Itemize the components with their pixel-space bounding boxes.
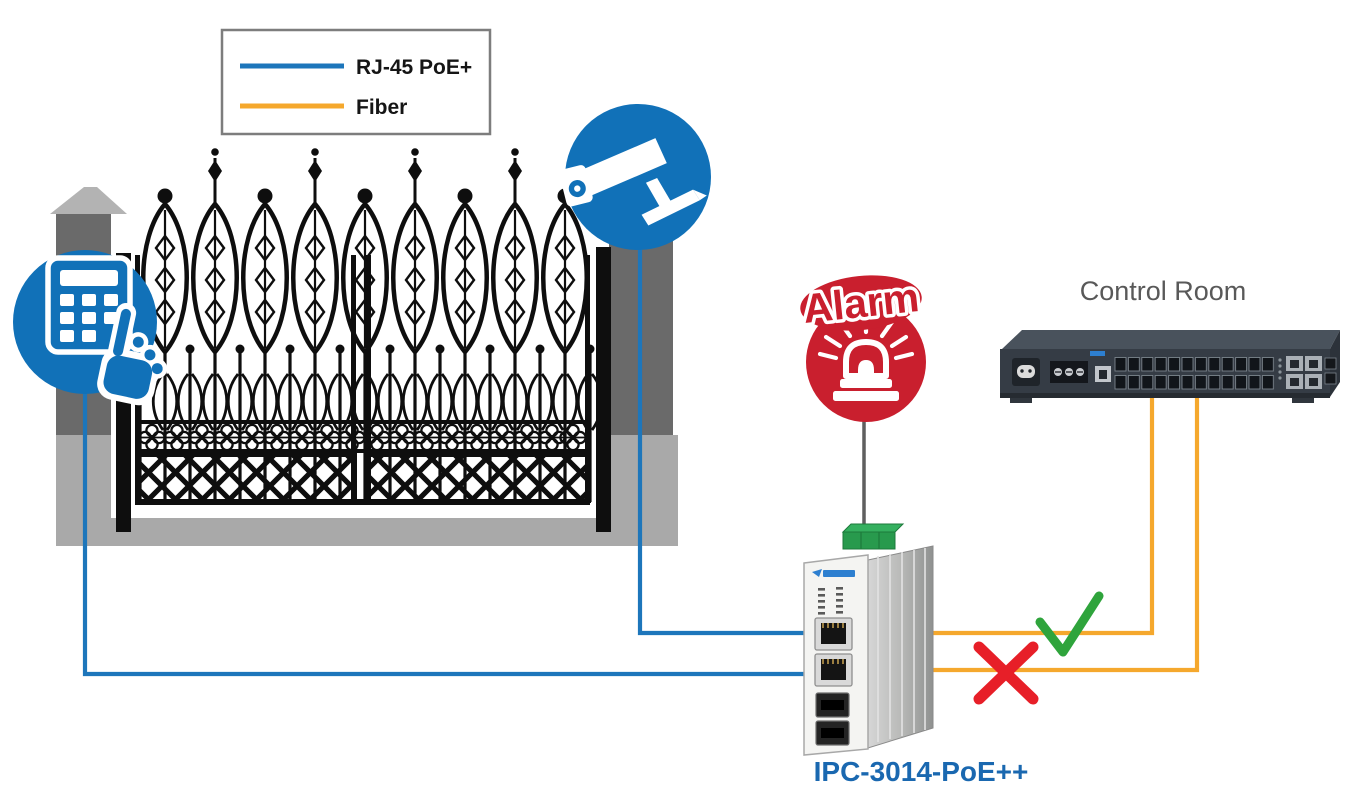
check-icon [1035,591,1104,657]
poe-cable-keypad [82,388,814,677]
sfp-port-1 [815,692,850,718]
rj45-port-2 [814,653,853,687]
camera-icon [559,104,711,250]
cross-icon [973,641,1039,705]
terminal-block [841,523,905,550]
ground-curb [56,518,678,546]
fiber-cable-ok [862,398,1155,636]
legend: RJ-45 PoE+ Fiber [220,28,492,136]
uplink-sfp-ports [1324,357,1337,385]
power-terminal [1050,361,1088,383]
legend-box [220,28,492,136]
console-port [1095,366,1111,382]
control-room-label: Control Room [1080,276,1247,306]
siren-icon [843,339,889,379]
alarm-icon: Alarm [797,271,926,422]
cables [82,242,1200,677]
led-indicators [818,587,843,615]
core-switch-logo [1090,351,1105,356]
core-led-column [1278,358,1282,380]
pillar-cap [50,187,127,214]
rj45-port-1 [814,617,853,651]
ipc-switch-label: IPC-3014-PoE++ [814,756,1029,787]
power-inlet [1012,358,1040,386]
legend-label-poe: RJ-45 PoE+ [356,56,472,79]
vendor-logo [812,569,855,577]
legend-label-fiber: Fiber [356,96,407,119]
fiber-cable-failed [862,398,1200,673]
sfp-port-array [1114,356,1275,393]
sfp-port-2 [815,720,850,746]
poe-cable-camera [637,242,814,636]
keypad-icon [13,250,168,406]
uplink-rj45-ports [1286,356,1322,389]
core-switch [1000,330,1340,403]
ipc-switch [803,523,934,756]
gate-right-post [596,247,611,532]
gate-illustration [116,146,611,532]
core-switch-top [1002,330,1340,349]
pointing-hand-icon [97,302,168,406]
